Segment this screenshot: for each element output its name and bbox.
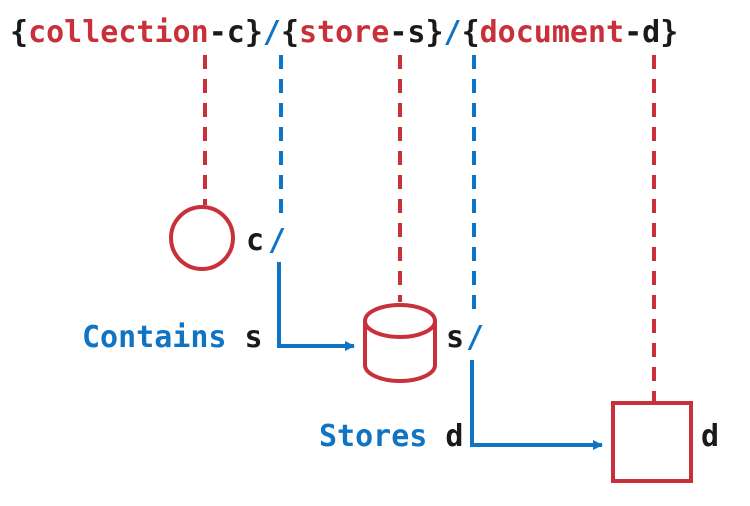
brace-close: } <box>425 15 443 50</box>
contains-var: s <box>245 320 263 355</box>
collection-suffix: -c <box>209 15 245 50</box>
path-separator: / <box>444 15 462 50</box>
contains-label: Contains s <box>82 320 263 355</box>
stores-arrow <box>470 360 603 450</box>
contains-arrow <box>277 262 355 351</box>
document-square-icon <box>611 401 693 483</box>
stores-word: Stores <box>319 419 427 454</box>
store-label: s <box>446 320 464 355</box>
stores-var: d <box>445 419 463 454</box>
store-suffix: -s <box>389 15 425 50</box>
path-separator: / <box>263 15 281 50</box>
document-label: d <box>701 419 719 454</box>
collection-token: collection <box>28 15 209 50</box>
brace-open: { <box>281 15 299 50</box>
store-slash: / <box>466 320 484 355</box>
document-token: document <box>480 15 625 50</box>
store-token: store <box>299 15 389 50</box>
contains-word: Contains <box>82 320 227 355</box>
brace-open: { <box>462 15 480 50</box>
collection-circle-icon <box>169 205 235 271</box>
store-cylinder-icon <box>363 303 437 383</box>
brace-close: } <box>660 15 678 50</box>
collection-slash: / <box>268 223 286 258</box>
brace-open: { <box>10 15 28 50</box>
document-suffix: -d <box>624 15 660 50</box>
uri-template: {collection-c}/{store-s}/{document-d} <box>10 15 678 50</box>
brace-close: } <box>245 15 263 50</box>
collection-label: c <box>246 223 264 258</box>
